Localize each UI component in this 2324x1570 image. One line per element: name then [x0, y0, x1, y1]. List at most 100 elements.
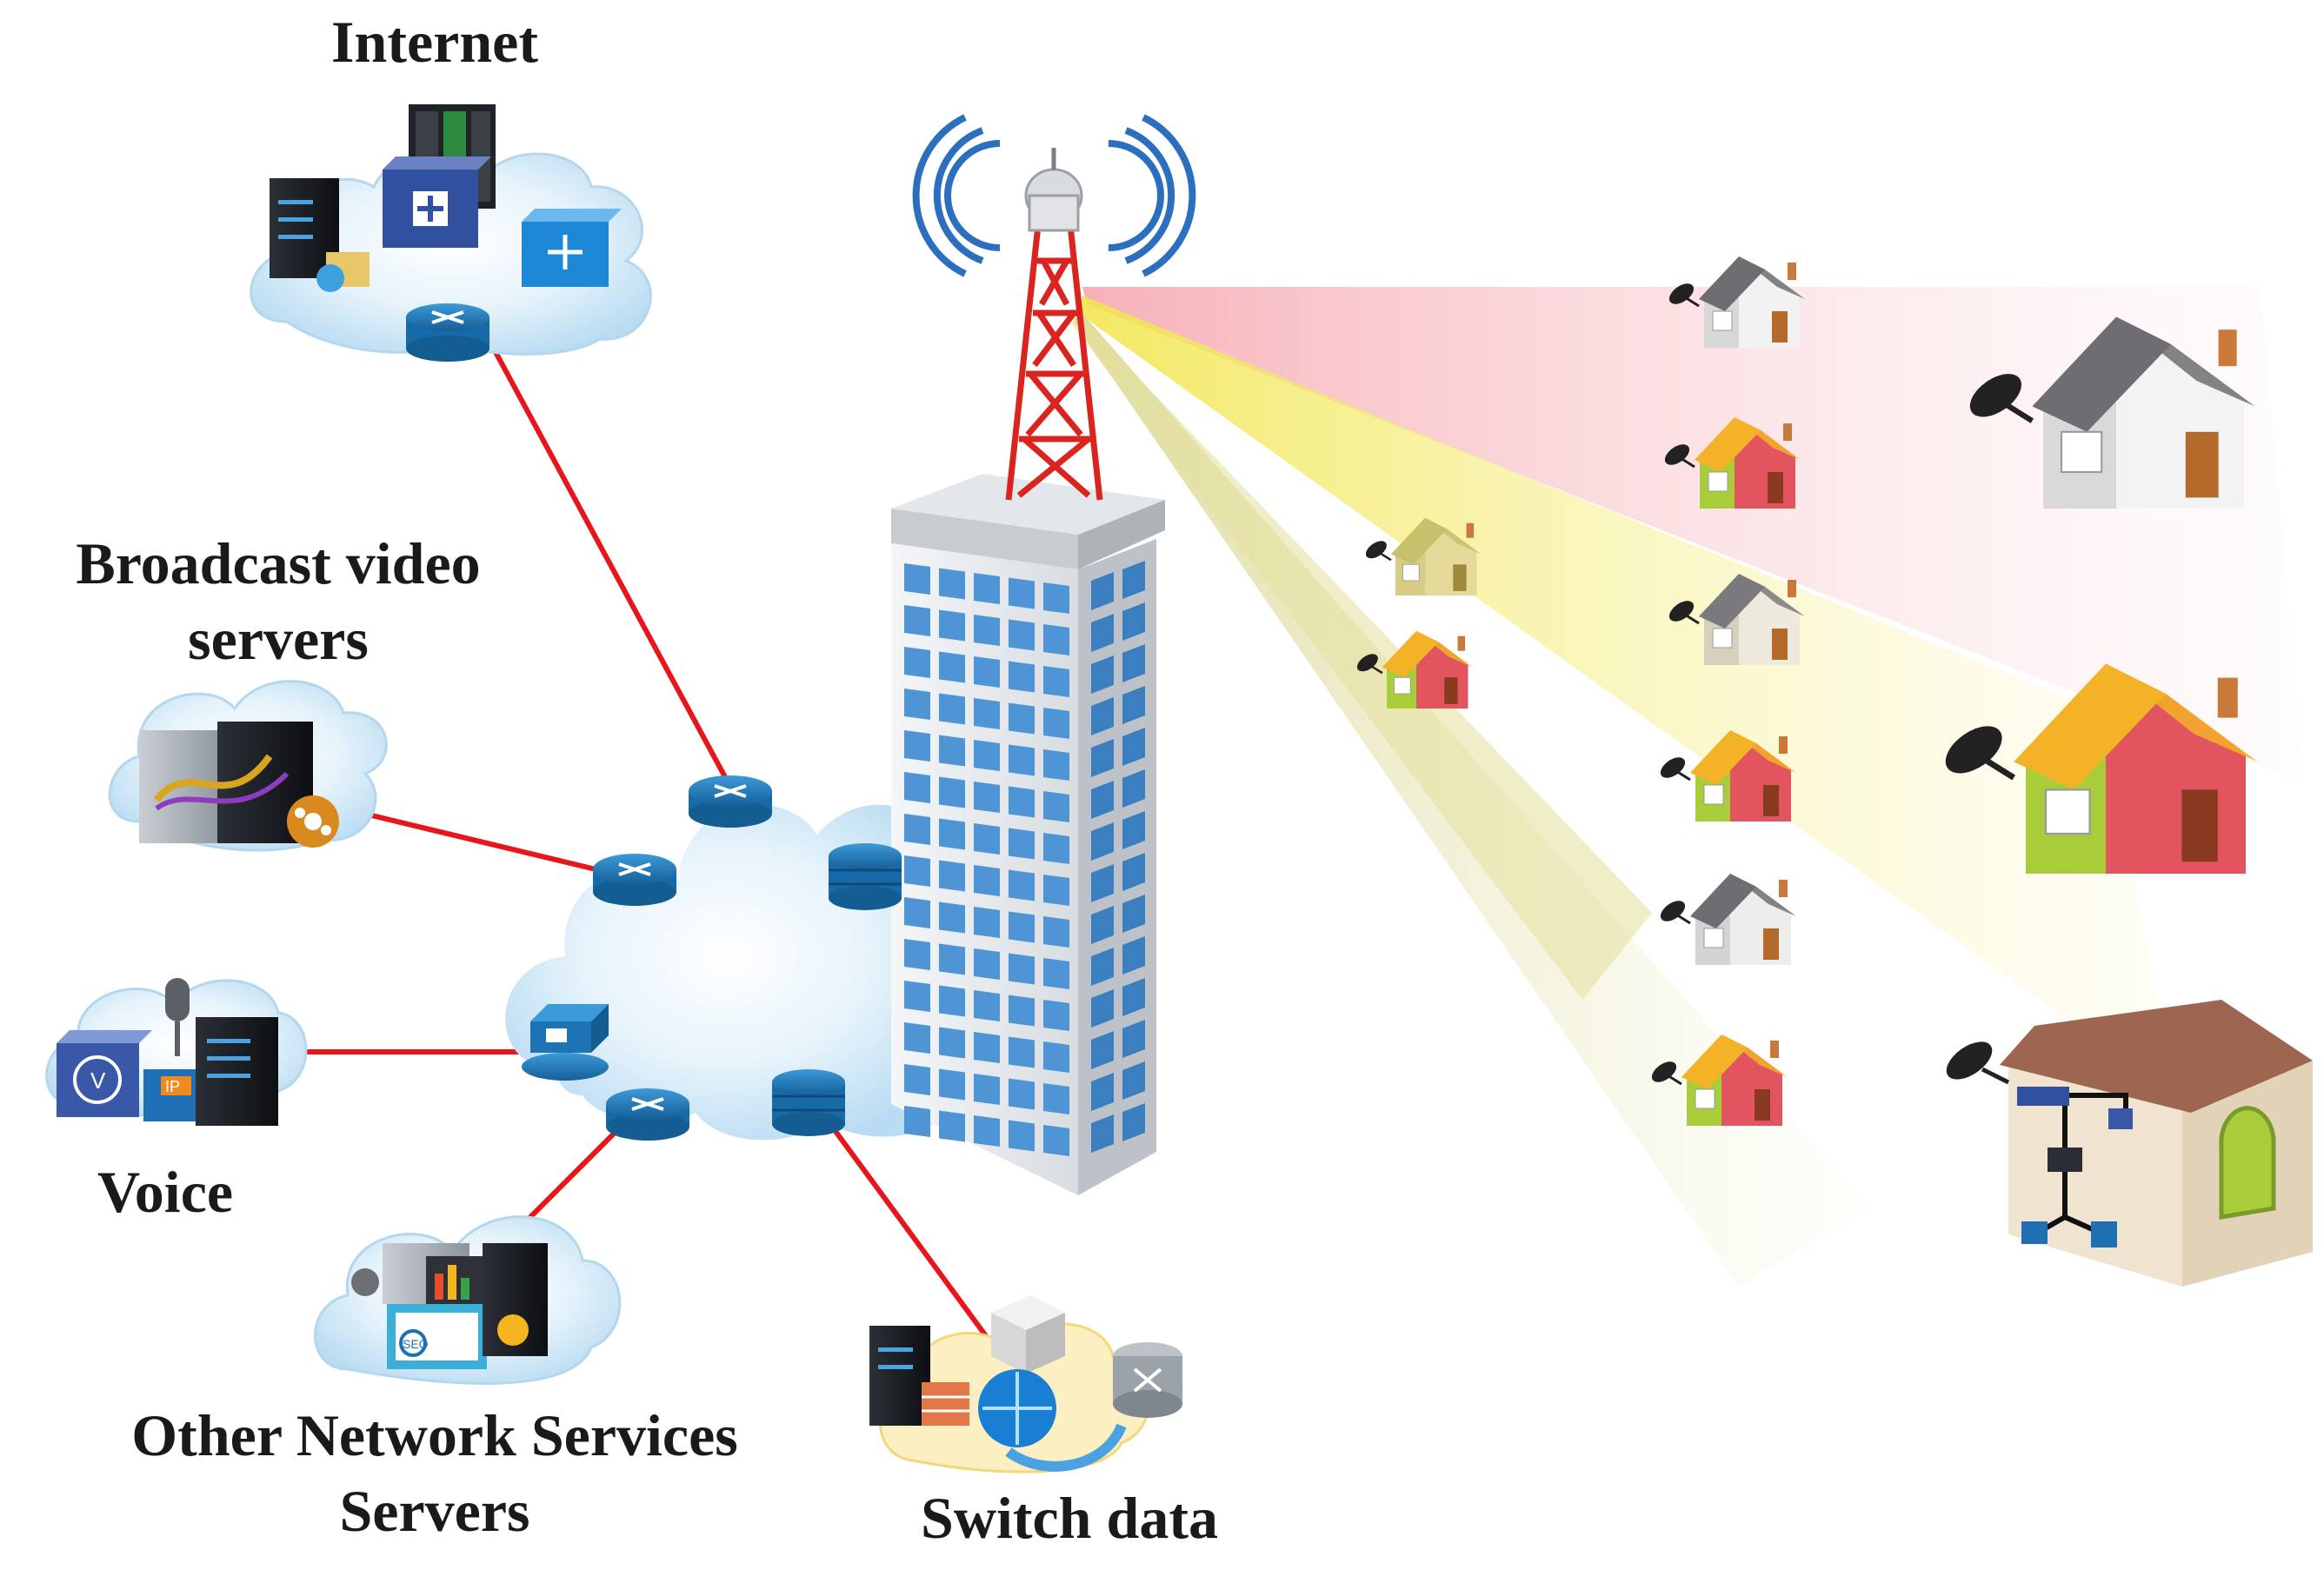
beam-yellow	[1078, 296, 2174, 1095]
building-window	[939, 1027, 965, 1059]
building-window	[1009, 828, 1035, 860]
core-routers	[522, 775, 902, 1141]
building-window	[1009, 577, 1035, 609]
building-window	[939, 985, 965, 1017]
cell-tower	[912, 114, 1196, 501]
video-server-icon	[139, 722, 313, 843]
building-window	[1091, 1073, 1114, 1111]
label-switch-data: Switch data	[921, 1485, 1218, 1551]
web-globe-icon	[978, 1369, 1056, 1447]
building-window	[1122, 686, 1145, 724]
broadcast-video-cloud	[108, 680, 388, 852]
link-broadcast	[360, 810, 596, 872]
building-window	[1043, 1041, 1069, 1073]
satellite-dish-icon	[1660, 901, 1691, 925]
building-window	[1009, 1078, 1035, 1110]
building-window	[939, 901, 965, 934]
building-window	[1091, 655, 1114, 694]
house-icon	[1668, 256, 1805, 348]
building-window	[1122, 1061, 1145, 1100]
internet-cloud	[250, 104, 652, 362]
building-window	[1043, 624, 1069, 655]
globe-icon	[351, 1268, 379, 1296]
svg-text:V: V	[90, 1068, 106, 1094]
firewall-icon	[922, 1382, 969, 1426]
building-window	[1009, 1036, 1035, 1068]
building-window	[1122, 811, 1145, 849]
building-window	[1043, 666, 1069, 697]
building-window	[1009, 786, 1035, 818]
building-window	[974, 1032, 1000, 1063]
building-window	[904, 814, 930, 845]
link-internet	[493, 350, 733, 788]
satellite-dish-icon	[1969, 374, 2034, 423]
building-window	[904, 939, 930, 970]
satellite-dish-icon	[1365, 541, 1392, 562]
building-window	[904, 1022, 930, 1054]
satellite-dish-icon	[1668, 283, 1700, 308]
building-window	[1009, 744, 1035, 776]
building-window	[904, 563, 930, 595]
building-window	[904, 1064, 930, 1095]
label-internet: Internet	[331, 9, 538, 75]
building-window	[974, 615, 1000, 646]
building-window	[974, 698, 1000, 729]
switch-icon	[1113, 1342, 1182, 1418]
building-window	[1091, 906, 1114, 944]
satellite-dish-icon	[1664, 444, 1695, 469]
building-window	[904, 689, 930, 720]
building-window	[1122, 602, 1145, 641]
building-window	[1122, 1020, 1145, 1058]
ip-badge: IP	[165, 1078, 180, 1095]
building-window	[904, 647, 930, 678]
building-window	[939, 1110, 965, 1142]
house-icon	[1356, 630, 1473, 708]
building-window	[904, 1106, 930, 1137]
voice-cloud: V IP	[45, 978, 308, 1126]
house-icon	[1945, 663, 2258, 874]
building-window	[1009, 995, 1035, 1027]
building-window	[1091, 572, 1114, 610]
beam-olive-2	[1071, 313, 1652, 1000]
house-icon	[1664, 417, 1801, 509]
label-broadcast-video-line2: servers	[188, 606, 369, 672]
building-window	[939, 609, 965, 642]
building-window	[1043, 1125, 1069, 1156]
building-window	[1043, 916, 1069, 948]
building-window	[1091, 614, 1114, 652]
building-window	[904, 981, 930, 1012]
building-window	[1091, 822, 1114, 861]
seo-badge: SEO	[403, 1337, 429, 1351]
building-window	[974, 907, 1000, 938]
building-window	[939, 568, 965, 600]
building-window	[939, 693, 965, 725]
router-stack-icon	[772, 1069, 845, 1136]
office-building	[891, 474, 1165, 1195]
building-window	[1009, 953, 1035, 985]
building-window	[1043, 708, 1069, 739]
router-icon	[606, 1088, 689, 1141]
building-window	[1122, 895, 1145, 933]
building-window	[974, 656, 1000, 688]
house-icon	[1660, 874, 1796, 965]
smart-house-icon	[1946, 1000, 2313, 1287]
building-window	[1009, 1120, 1035, 1152]
router-icon	[689, 775, 772, 828]
house-icon	[1660, 730, 1796, 822]
satellite-dish-icon	[1660, 757, 1691, 782]
building-window	[1091, 781, 1114, 819]
building-window	[904, 772, 930, 803]
firewall-switch-icon	[383, 156, 491, 248]
building-window	[904, 855, 930, 887]
building-window	[1009, 619, 1035, 651]
building-window	[1009, 702, 1035, 735]
building-window	[1043, 875, 1069, 906]
server-tower-icon	[483, 1243, 548, 1356]
building-window	[1091, 739, 1114, 777]
building-window	[939, 1068, 965, 1101]
house-icon	[1969, 316, 2255, 509]
building-window	[1122, 936, 1145, 975]
satellite-dish-icon	[1945, 726, 2016, 781]
satellite-dish-icon	[1946, 1041, 2010, 1085]
